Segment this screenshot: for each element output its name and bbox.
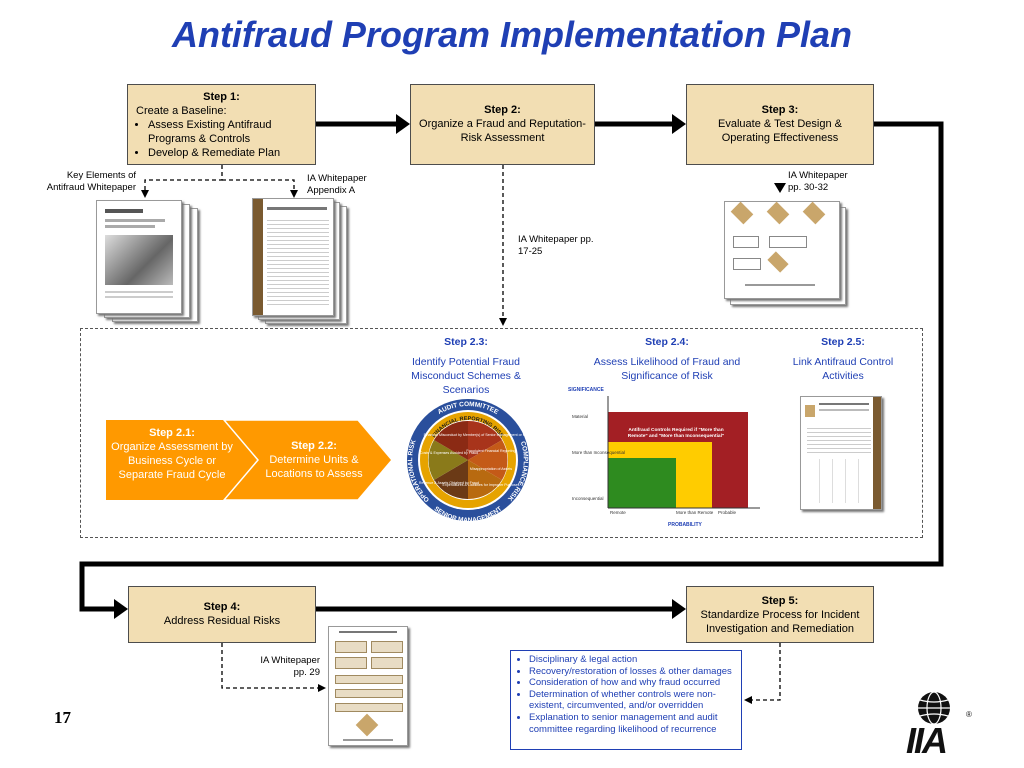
logo-text: IIA	[906, 720, 948, 761]
iia-logo: IIA ®	[904, 690, 994, 762]
risk-chart-xlabel: PROBABILITY	[668, 522, 703, 528]
step-2-4-heading: Step 2.4:	[645, 336, 689, 348]
ref-pp-17-25: IA Whitepaper pp. 17-25	[518, 234, 594, 257]
step-1-bullets: Assess Existing Antifraud Programs & Con…	[136, 118, 307, 160]
step-2-box: Step 2: Organize a Fraud and Reputation-…	[410, 84, 595, 165]
wheel-segment-label: Fraudulent Financial Reporting	[466, 449, 515, 453]
risk-y-tick: Material	[572, 414, 588, 419]
risk-chart-label: Antifraud Controls Required if "More tha…	[627, 428, 725, 439]
ref-pp-29: IA Whitepaper pp. 29	[260, 655, 320, 678]
step-2-3-heading: Step 2.3:	[444, 336, 488, 348]
step-5-box: Step 5: Standardize Process for Incident…	[686, 586, 874, 643]
step-1-box: Step 1: Create a Baseline: Assess Existi…	[127, 84, 316, 165]
wheel-segment-label: Revenue & Assets Obtained by Fraud	[419, 481, 479, 485]
dashed-connectors	[144, 165, 781, 701]
risk-x-tick: Probable	[718, 510, 737, 515]
step-2-2-text: Determine Units & Locations to Assess	[265, 454, 363, 480]
thick-arrow-heads	[114, 114, 686, 619]
step-2-substeps-region	[80, 328, 923, 538]
risk-x-tick: Remote	[610, 510, 626, 515]
step-5-details-box: Disciplinary & legal action Recovery/res…	[510, 650, 742, 750]
ref-appendix-a: IA Whitepaper Appendix A	[307, 173, 367, 196]
step-5-detail-item: Recovery/restoration of losses & other d…	[529, 666, 737, 678]
step-5-text: Standardize Process for Incident Investi…	[700, 609, 860, 635]
step-2-1-heading: Step 2.1:	[149, 427, 195, 439]
step-3-text: Evaluate & Test Design & Operating Effec…	[718, 118, 842, 144]
wheel-segment-label: Costs & Expenses Avoided by Fraud	[420, 451, 478, 455]
dashed-arrow-heads	[141, 183, 786, 704]
step-2-2-heading: Step 2.2:	[291, 440, 337, 452]
risk-y-tick: Inconsequential	[572, 496, 604, 501]
step-4-heading: Step 4:	[203, 601, 241, 613]
risk-chart-ylabel: SIGNIFICANCE	[568, 387, 605, 393]
step-2-2-label: Step 2.2: Determine Units & Locations to…	[258, 439, 370, 481]
step-3-box: Step 3: Evaluate & Test Design & Operati…	[686, 84, 874, 165]
step-5-detail-item: Disciplinary & legal action	[529, 654, 737, 666]
step-4-text: Address Residual Risks	[163, 615, 281, 627]
wheel-segment-label: Expenditures & Liabilities for Improper …	[443, 483, 520, 487]
step-5-detail-item: Explanation to senior management and aud…	[529, 712, 737, 735]
step-5-detail-item: Determination of whether controls were n…	[529, 689, 737, 712]
page-title: Antifraud Program Implementation Plan	[171, 14, 853, 55]
step-1-line: Create a Baseline:	[136, 105, 227, 117]
thick-flow-arrows	[79, 121, 944, 612]
step-2-text: Organize a Fraud and Reputation-Risk Ass…	[419, 118, 586, 144]
risk-zone-green	[608, 458, 676, 508]
step-2-4-label: Step 2.4: Assess Likelihood of Fraud and…	[582, 335, 752, 383]
step-2-heading: Step 2:	[484, 104, 521, 116]
ref-pp-30-32: IA Whitepaper pp. 30-32	[788, 170, 848, 193]
step-2-3-label: Step 2.3: Identify Potential Fraud Misco…	[396, 335, 536, 397]
step-1-bullet: Assess Existing Antifraud Programs & Con…	[148, 118, 307, 146]
step-1-heading: Step 1:	[203, 91, 240, 103]
wheel-segment-label: Financial Misconduct by Member(s) of Sen…	[424, 433, 539, 437]
step-2-5-heading: Step 2.5:	[821, 336, 865, 348]
step-2-5-text: Link Antifraud Control Activities	[792, 356, 894, 382]
step-2-2-chevron	[222, 419, 393, 501]
step-2-5-label: Step 2.5: Link Antifraud Control Activit…	[788, 335, 898, 383]
logo-mark: ®	[966, 710, 972, 719]
step-2-4-text: Assess Likelihood of Fraud and Significa…	[593, 356, 741, 382]
step-1-bullet: Develop & Remediate Plan	[148, 146, 307, 160]
step-3-heading: Step 3:	[761, 104, 799, 116]
risk-x-tick: More than Remote	[676, 510, 714, 515]
page-number: 17	[54, 708, 71, 727]
step-4-box: Step 4: Address Residual Risks	[128, 586, 316, 643]
wheel-segment-labels: Financial Misconduct by Member(s) of Sen…	[419, 433, 539, 487]
ref-key-elements: Key Elements of Antifraud Whitepaper	[46, 170, 136, 193]
wheel-segment-label: Misappropriation of Assets	[470, 467, 512, 471]
risk-y-tick: More than Inconsequential	[572, 450, 625, 455]
step-2-1-label: Step 2.1: Organize Assessment by Busines…	[110, 426, 234, 482]
step-2-3-text: Identify Potential Fraud Misconduct Sche…	[411, 356, 521, 396]
step-2-1-text: Organize Assessment by Business Cycle or…	[111, 441, 233, 481]
step-5-detail-item: Consideration of how and why fraud occur…	[529, 677, 737, 689]
wheel-segments	[428, 420, 508, 500]
step-2-1-chevron	[106, 420, 262, 500]
globe-icon	[918, 691, 950, 725]
step-5-heading: Step 5:	[761, 595, 799, 607]
